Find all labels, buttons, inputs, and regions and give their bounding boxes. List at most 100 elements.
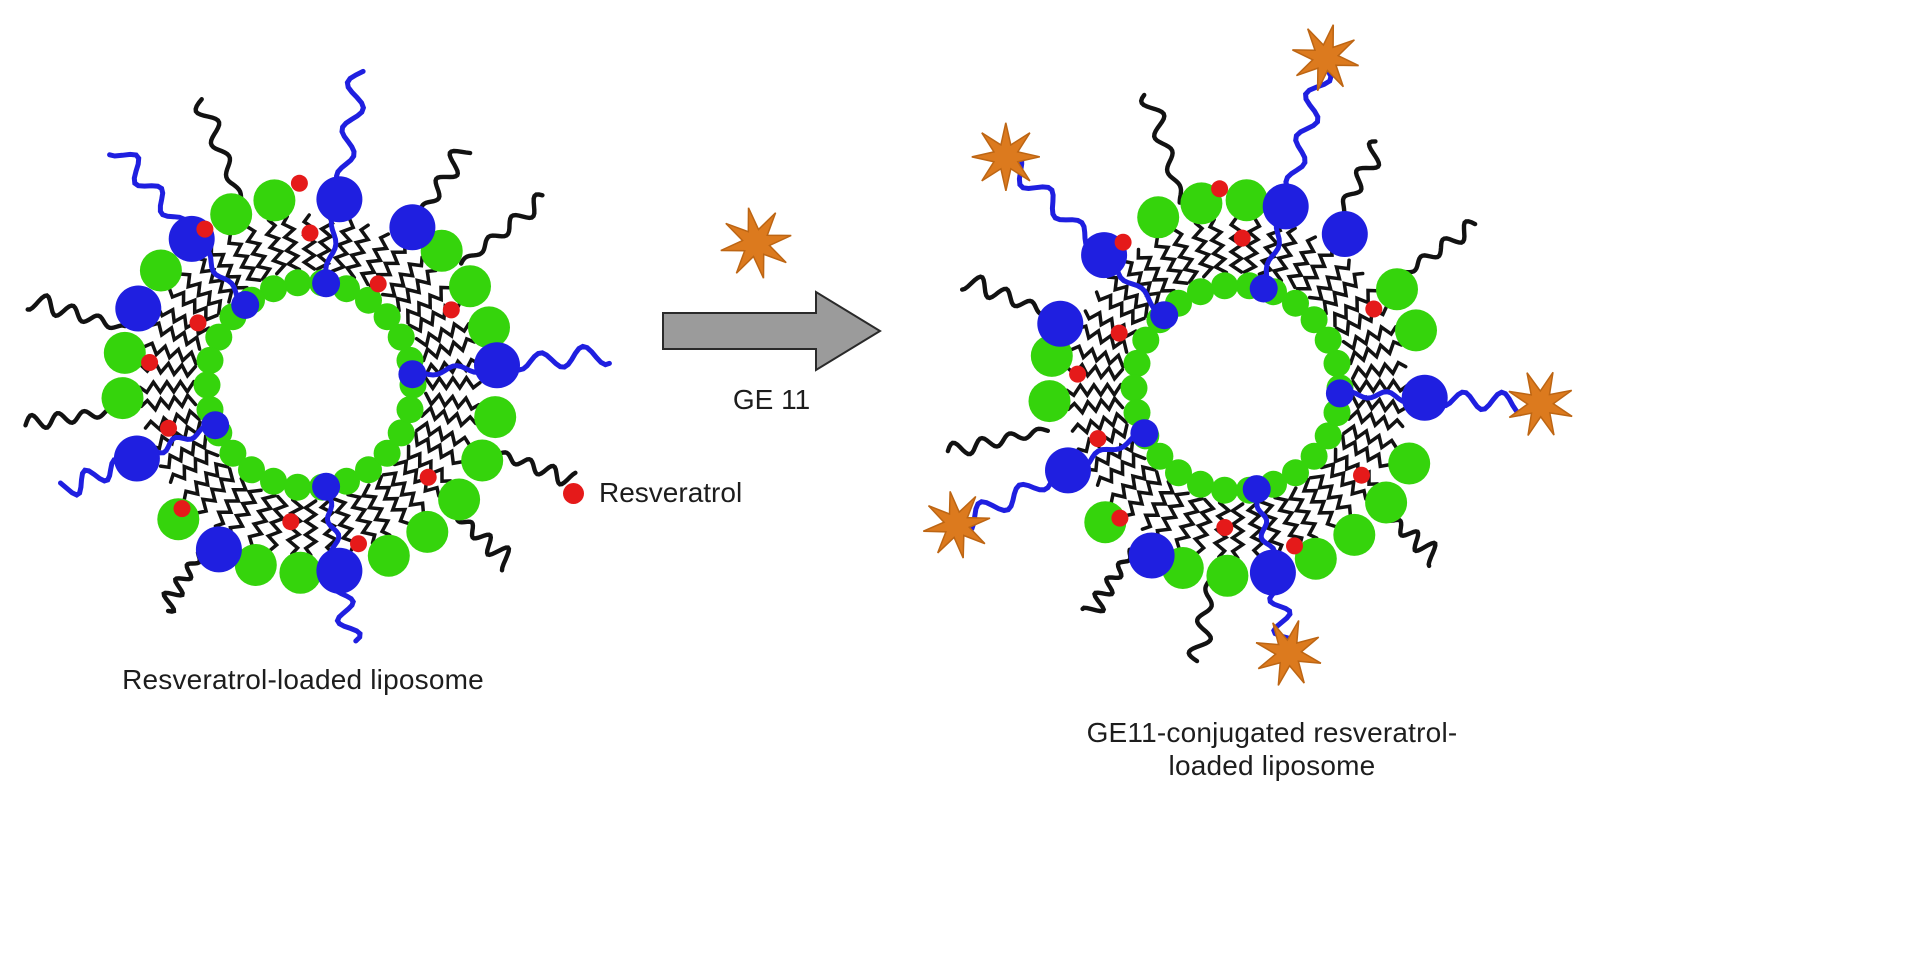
- lipid-tail-bilayer: [1140, 479, 1176, 531]
- peg-lipid-head: [115, 285, 162, 332]
- peg-lipid-head: [1128, 532, 1175, 579]
- inner-lipid-head: [1187, 278, 1214, 306]
- lipid-tail-bilayer: [1273, 495, 1304, 548]
- lipid-tail-outer: [1080, 547, 1133, 614]
- lipid-head: [1365, 481, 1408, 524]
- inner-lipid-head: [1300, 442, 1328, 470]
- resveratrol-molecule: [1353, 466, 1370, 484]
- lipid-head: [103, 331, 146, 374]
- lipid-tail-bilayer: [1348, 339, 1404, 366]
- peg-lipid-inner-head: [1325, 379, 1354, 408]
- inner-lipid-head: [1132, 326, 1160, 354]
- right-liposome-caption: GE11-conjugated resveratrol- loaded lipo…: [1037, 716, 1507, 782]
- peg-lipid-inner-head: [1130, 419, 1159, 448]
- lipid-head: [1376, 268, 1418, 311]
- lipid-tail-bilayer: [1109, 464, 1157, 505]
- inner-lipid-head: [1300, 306, 1328, 334]
- lipid-tail-bilayer: [149, 321, 202, 351]
- lipid-tail-bilayer: [406, 444, 453, 484]
- lipid-tail-bilayer: [1095, 451, 1147, 487]
- lipid-head: [406, 510, 449, 553]
- resveratrol-molecule: [1216, 519, 1234, 536]
- inner-lipid-head: [355, 286, 382, 314]
- resveratrol-molecule: [160, 419, 177, 437]
- lipid-tail-bilayer: [1066, 395, 1125, 416]
- lipid-tail-bilayer: [142, 340, 198, 366]
- right-caption-line1: GE11-conjugated resveratrol-: [1086, 717, 1458, 748]
- lipid-tail-bilayer: [1350, 360, 1408, 381]
- lipid-head: [367, 534, 410, 577]
- lipid-tail-outer: [453, 510, 512, 573]
- lipid-tail-bilayer: [346, 492, 377, 545]
- peg-lipid-inner-head: [1249, 274, 1278, 303]
- resveratrol-molecule: [173, 500, 191, 518]
- lipid-tail-bilayer: [381, 471, 426, 514]
- lipid-tail-bilayer: [415, 420, 471, 448]
- peg-lipid-inner-head: [201, 411, 230, 440]
- inner-lipid-head: [219, 439, 247, 467]
- lipid-tail-bilayer: [1308, 474, 1353, 517]
- lipid-tail-bilayer: [1106, 275, 1150, 318]
- lipid-tail-bilayer: [194, 256, 235, 304]
- lipid-tail-bilayer: [139, 392, 198, 413]
- lipid-head: [234, 544, 277, 586]
- ge11-star: [1292, 24, 1359, 92]
- right-caption-line2: loaded liposome: [1168, 750, 1376, 781]
- peg-lipid-inner-head: [231, 291, 260, 319]
- lipid-tail-bilayer: [1065, 381, 1123, 399]
- lipid-tail-bilayer: [1319, 461, 1368, 501]
- lipid-tail-bilayer: [182, 461, 230, 502]
- ge11-star: [1255, 620, 1322, 686]
- inner-lipid-head: [387, 323, 415, 351]
- resveratrol-molecule: [189, 314, 207, 332]
- lipid-tail-outer: [193, 97, 244, 206]
- lipid-tail-bilayer: [138, 378, 196, 396]
- resveratrol-legend-label: Resveratrol: [599, 477, 743, 508]
- resveratrol-molecule: [1110, 324, 1128, 342]
- resveratrol-molecule: [1089, 430, 1107, 448]
- lipid-tail-bilayer: [421, 336, 477, 363]
- lipid-head: [210, 193, 253, 236]
- lipid-tail-bilayer: [374, 474, 411, 526]
- right-liposome: [923, 24, 1573, 686]
- lipid-tail-bilayer: [1286, 235, 1318, 290]
- inner-lipid-head: [1282, 289, 1309, 317]
- lipid-tail-bilayer: [179, 272, 223, 315]
- lipid-tail-bilayer: [395, 268, 438, 313]
- resveratrol-molecule: [141, 354, 159, 371]
- lipid-tail-bilayer: [280, 214, 302, 272]
- peg-lipid-head: [1249, 549, 1296, 596]
- lipid-tail-bilayer: [1333, 447, 1380, 487]
- lipid-tail-bilayer: [1069, 343, 1125, 369]
- resveratrol-molecule: [1211, 180, 1229, 198]
- resveratrol-molecule: [1365, 300, 1383, 318]
- lipid-head: [468, 306, 510, 349]
- inner-lipid-head: [1211, 476, 1239, 504]
- lipid-head: [1294, 537, 1337, 580]
- peg-lipid-head: [1321, 211, 1368, 257]
- lipid-head: [253, 179, 296, 222]
- reaction-arrow: [662, 290, 882, 372]
- peg-chain: [323, 68, 367, 286]
- lipid-tail-bilayer: [1229, 502, 1246, 560]
- lipid-tail-bilayer: [1322, 271, 1365, 316]
- lipid-tail-bilayer: [301, 213, 318, 271]
- ge11-star: [971, 122, 1040, 191]
- lipid-tail-bilayer: [406, 285, 452, 325]
- inner-lipid-head: [238, 456, 265, 484]
- peg-lipid-head: [1045, 447, 1091, 494]
- lipid-tail-bilayer: [1307, 258, 1351, 302]
- inner-lipid-head: [1120, 374, 1148, 402]
- lipid-tail-bilayer: [168, 448, 220, 484]
- lipid-tail-bilayer: [302, 499, 319, 557]
- inner-lipid-head: [373, 303, 401, 331]
- lipid-tail-bilayer: [265, 494, 290, 553]
- inner-lipid-head: [396, 396, 424, 424]
- lipid-tail-outer: [459, 192, 545, 266]
- resveratrol-molecule: [350, 535, 367, 553]
- inner-lipid-head: [373, 439, 401, 467]
- lipid-tail-outer: [23, 406, 120, 430]
- peg-lipid-head: [316, 547, 363, 594]
